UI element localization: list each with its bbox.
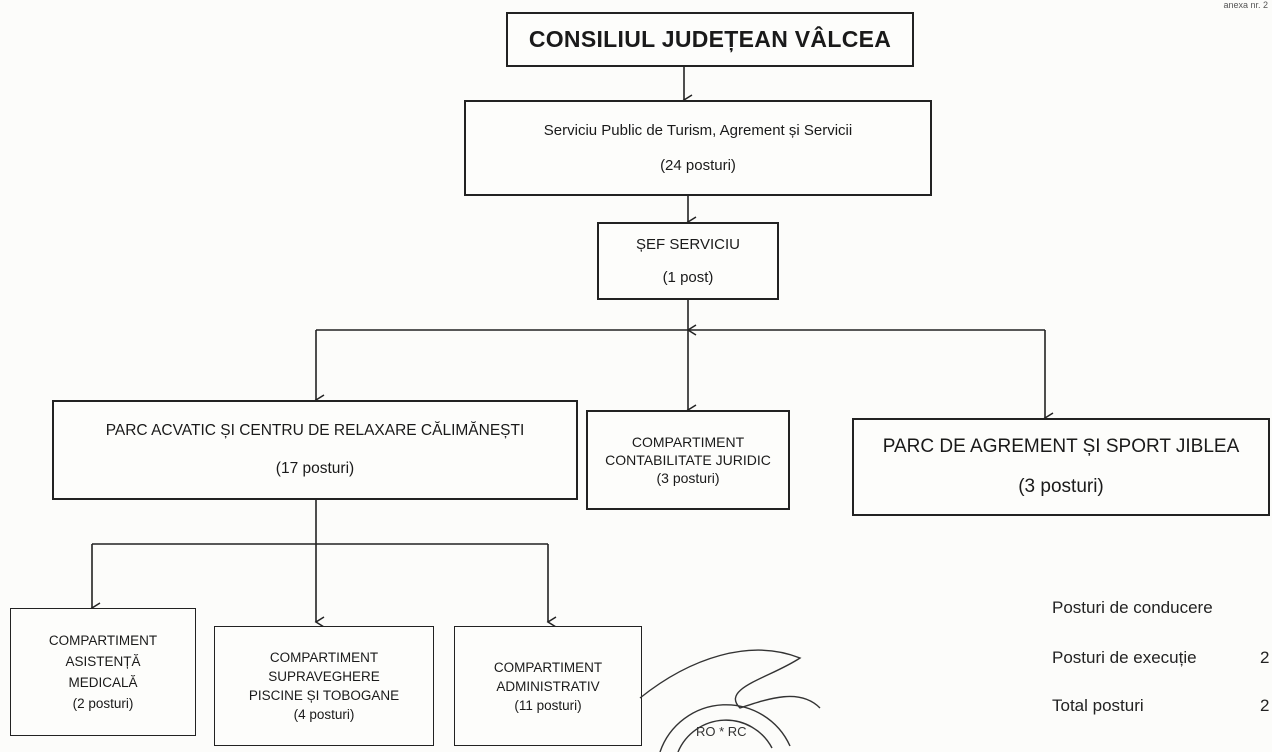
subunit-3-title-line2: ADMINISTRATIV <box>496 678 600 694</box>
stamp-arc <box>659 704 791 752</box>
legend-value-2: 2 <box>1260 648 1270 667</box>
legend-label-2: Posturi de execuție <box>1052 648 1197 667</box>
unit-3-posts: (3 posturi) <box>1018 476 1104 497</box>
legend-label-1: Posturi de conducere <box>1052 598 1213 617</box>
subunit-box-2: COMPARTIMENT SUPRAVEGHERE PISCINE ȘI TOB… <box>214 626 434 746</box>
subunit-box-1: COMPARTIMENT ASISTENȚĂ MEDICALĂ (2 postu… <box>10 608 196 736</box>
unit-2-posts: (3 posturi) <box>656 470 720 486</box>
stamp-text: RO * RC <box>696 724 747 739</box>
unit-1-posts: (17 posturi) <box>275 460 355 477</box>
head-box: ȘEF SERVICIU (1 post) <box>597 222 779 300</box>
legend-value-3: 2 <box>1260 696 1270 715</box>
unit-2-title-line1: COMPARTIMENT <box>631 434 745 450</box>
subunit-2-title-line3: PISCINE ȘI TOBOGANE <box>248 688 400 703</box>
head-posts: (1 post) <box>662 269 714 286</box>
stamp-arc-inner <box>677 719 773 752</box>
subunit-1-title-line3: MEDICALĂ <box>68 675 138 690</box>
root-box: CONSILIUL JUDEȚEAN VÂLCEA <box>506 12 914 67</box>
service-title: Serviciu Public de Turism, Agrement și S… <box>543 122 853 139</box>
signature-stroke <box>639 649 821 709</box>
unit-box-2: COMPARTIMENT CONTABILITATE JURIDIC (3 po… <box>586 410 790 510</box>
subunit-2-title-line1: COMPARTIMENT <box>269 650 379 665</box>
subunit-1-title-line1: COMPARTIMENT <box>48 633 158 648</box>
unit-box-1: PARC ACVATIC ȘI CENTRU DE RELAXARE CĂLIM… <box>52 400 578 500</box>
unit-1-title: PARC ACVATIC ȘI CENTRU DE RELAXARE CĂLIM… <box>105 422 525 439</box>
subunit-2-title-line2: SUPRAVEGHERE <box>268 669 380 684</box>
subunit-3-posts: (11 posturi) <box>514 697 582 713</box>
stamp-signature: RO * RC <box>639 649 821 752</box>
service-posts: (24 posturi) <box>660 157 736 174</box>
subunit-2-posts: (4 posturi) <box>293 707 355 722</box>
root-title: CONSILIUL JUDEȚEAN VÂLCEA <box>528 26 892 52</box>
corner-note: anexa nr. 2 <box>1223 0 1268 10</box>
service-box: Serviciu Public de Turism, Agrement și S… <box>464 100 932 196</box>
subunit-1-posts: (2 posturi) <box>72 696 134 711</box>
subunit-1-title-line2: ASISTENȚĂ <box>65 654 141 669</box>
head-title: ȘEF SERVICIU <box>636 236 740 253</box>
legend-label-3: Total posturi <box>1052 696 1144 715</box>
unit-3-title: PARC DE AGREMENT ȘI SPORT JIBLEA <box>882 436 1240 457</box>
subunit-3-title-line1: COMPARTIMENT <box>493 659 603 675</box>
subunit-box-3: COMPARTIMENT ADMINISTRATIV (11 posturi) <box>454 626 642 746</box>
unit-box-3: PARC DE AGREMENT ȘI SPORT JIBLEA (3 post… <box>852 418 1270 516</box>
unit-2-title-line2: CONTABILITATE JURIDIC <box>605 452 771 468</box>
